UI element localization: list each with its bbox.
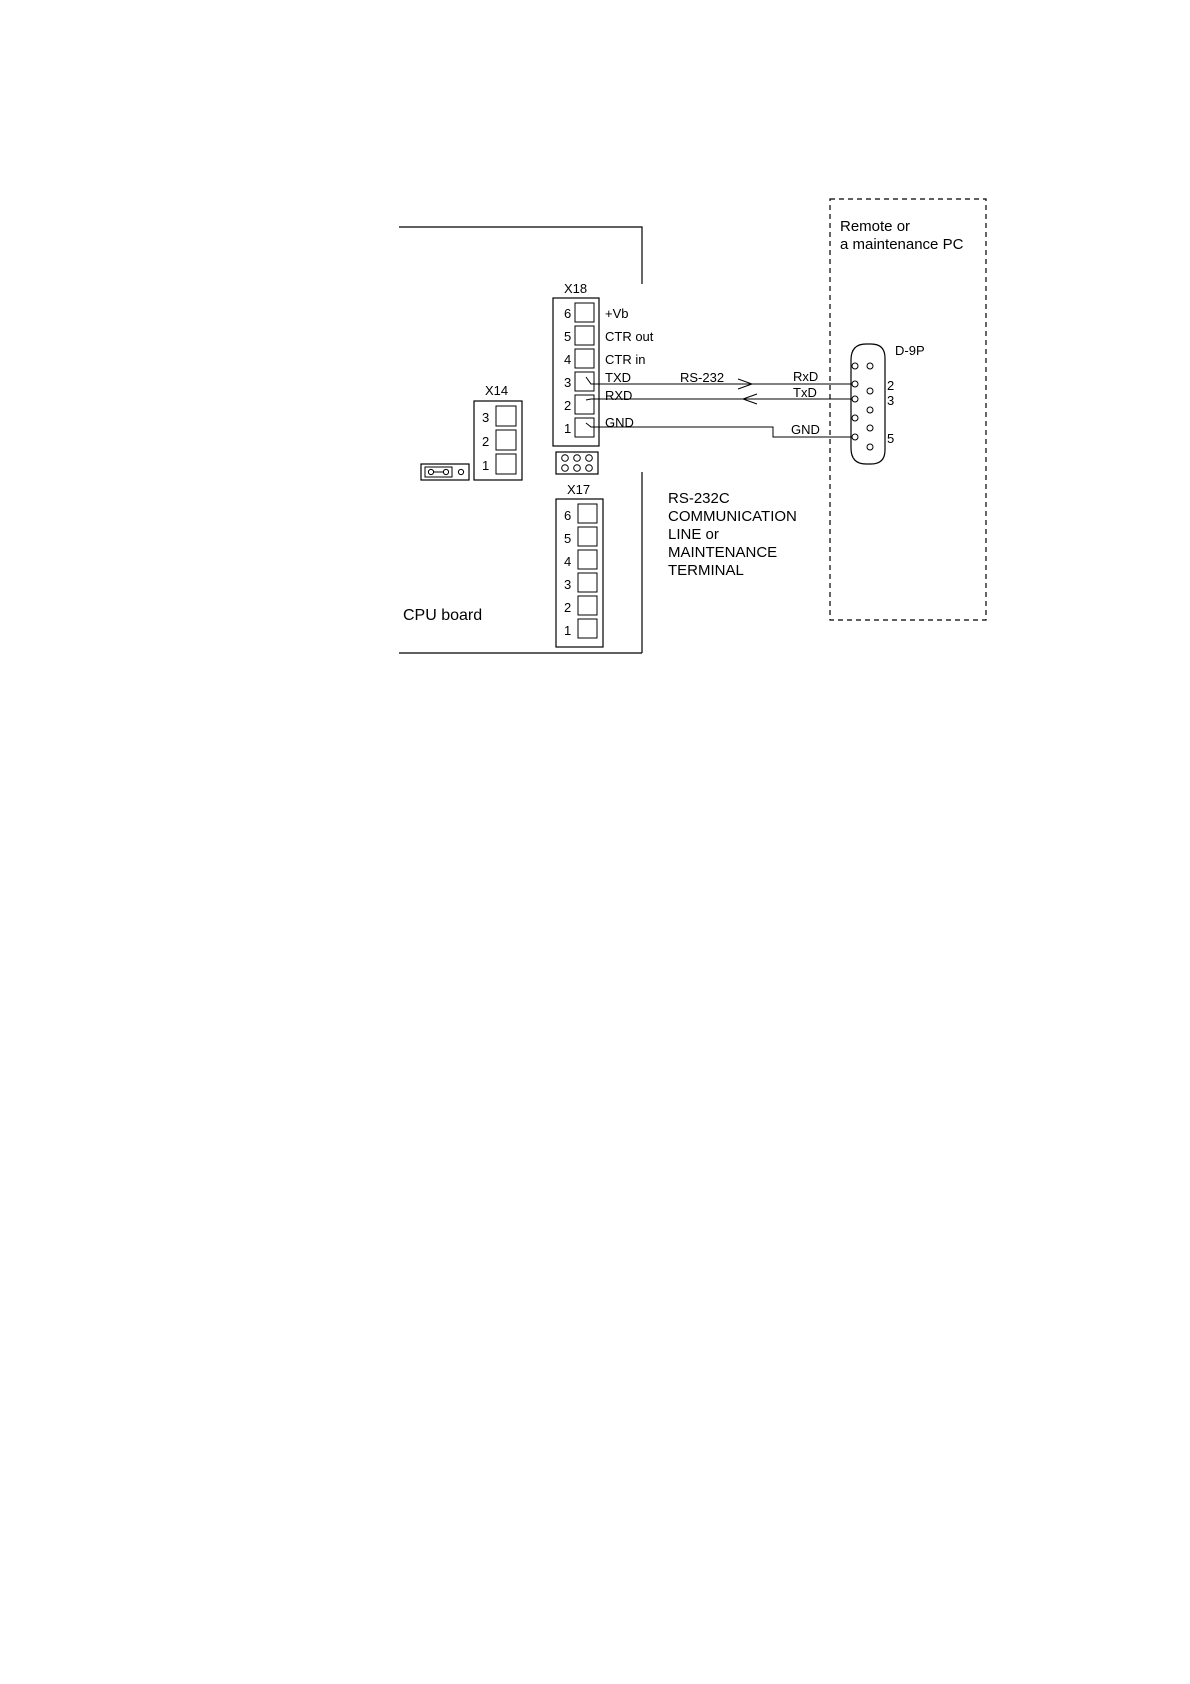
x18-pin-number: 2 — [564, 398, 571, 413]
x18-signal-label: CTR out — [605, 329, 654, 344]
x18-pin-terminal — [575, 303, 594, 322]
x14-name: X14 — [485, 383, 508, 398]
x14-pin-terminal — [496, 406, 516, 426]
x18-pin-number: 4 — [564, 352, 571, 367]
remote-pc-box — [830, 199, 986, 620]
x18-pin-number: 1 — [564, 421, 571, 436]
x17-pin-number: 2 — [564, 600, 571, 615]
x17-pin-number: 5 — [564, 531, 571, 546]
dsub-pin-number: 3 — [887, 393, 894, 408]
x18-signal-label: GND — [605, 415, 634, 430]
cpu-board-label: CPU board — [403, 607, 482, 624]
link-description: RS-232C COMMUNICATION LINE or MAINTENANC… — [668, 490, 797, 579]
x18-pin-terminal — [575, 326, 594, 345]
d9p-pin-3 — [852, 396, 858, 402]
d9p-name: D-9P — [895, 343, 925, 358]
x17-pin-terminal — [578, 527, 597, 546]
x18-pin-terminal — [575, 349, 594, 368]
d9p-pin — [867, 407, 873, 413]
x18-pin-number: 3 — [564, 375, 571, 390]
jumper-header — [556, 452, 598, 474]
link-description-line: RS-232C — [668, 490, 730, 507]
x17-pin-terminal — [578, 596, 597, 615]
x17-pin-terminal — [578, 619, 597, 638]
d9p-pin — [867, 444, 873, 450]
rs232-wire-label: RS-232 — [680, 370, 724, 385]
dsub-signal-label: TxD — [793, 385, 817, 400]
link-description-line: COMMUNICATION — [668, 508, 797, 525]
x18-signal-label: +Vb — [605, 306, 629, 321]
x17-pin-number: 4 — [564, 554, 571, 569]
x14-pin-number: 1 — [482, 458, 489, 473]
d9p-pin — [867, 425, 873, 431]
x17-pin-terminal — [578, 504, 597, 523]
dsub-signal-label: RxD — [793, 369, 818, 384]
d9p-pin — [867, 363, 873, 369]
d9p-pin — [867, 388, 873, 394]
x14-connector: X14 3 2 1 — [474, 383, 522, 480]
d9p-pin — [852, 415, 858, 421]
remote-label-line2: a maintenance PC — [840, 236, 964, 253]
dsub-pin-number: 2 — [887, 378, 894, 393]
x18-name: X18 — [564, 281, 587, 296]
remote-label-line1: Remote or — [840, 218, 910, 235]
x14-pin-terminal — [496, 454, 516, 474]
x18-connector: X18 6 +Vb 5 CTR out 4 CTR in 3 TXD 2 RXD… — [553, 281, 654, 446]
link-description-line: MAINTENANCE — [668, 544, 777, 561]
x14-pin-terminal — [496, 430, 516, 450]
x18-signal-label: RXD — [605, 388, 632, 403]
link-description-line: LINE or — [668, 526, 719, 543]
x17-pin-number: 1 — [564, 623, 571, 638]
x14-pin-number: 3 — [482, 410, 489, 425]
x18-pin-terminal — [575, 372, 594, 391]
x18-pin-number: 5 — [564, 329, 571, 344]
x14-jumper — [421, 464, 469, 480]
dsub-pin-number: 5 — [887, 431, 894, 446]
link-description-line: TERMINAL — [668, 562, 744, 579]
x17-pin-number: 3 — [564, 577, 571, 592]
d9p-pin — [852, 363, 858, 369]
x17-pin-terminal — [578, 573, 597, 592]
x18-signal-label: CTR in — [605, 352, 645, 367]
x17-connector: X17 6 5 4 3 2 1 — [556, 482, 603, 647]
x18-pin-number: 6 — [564, 306, 571, 321]
d9p-pin-2 — [852, 381, 858, 387]
x17-name: X17 — [567, 482, 590, 497]
x17-pin-number: 6 — [564, 508, 571, 523]
x14-pin-number: 2 — [482, 434, 489, 449]
x18-pin-terminal — [575, 395, 594, 414]
x17-pin-terminal — [578, 550, 597, 569]
dsub-signal-label: GND — [791, 422, 820, 437]
d9p-pin-5 — [852, 434, 858, 440]
x18-signal-label: TXD — [605, 370, 631, 385]
